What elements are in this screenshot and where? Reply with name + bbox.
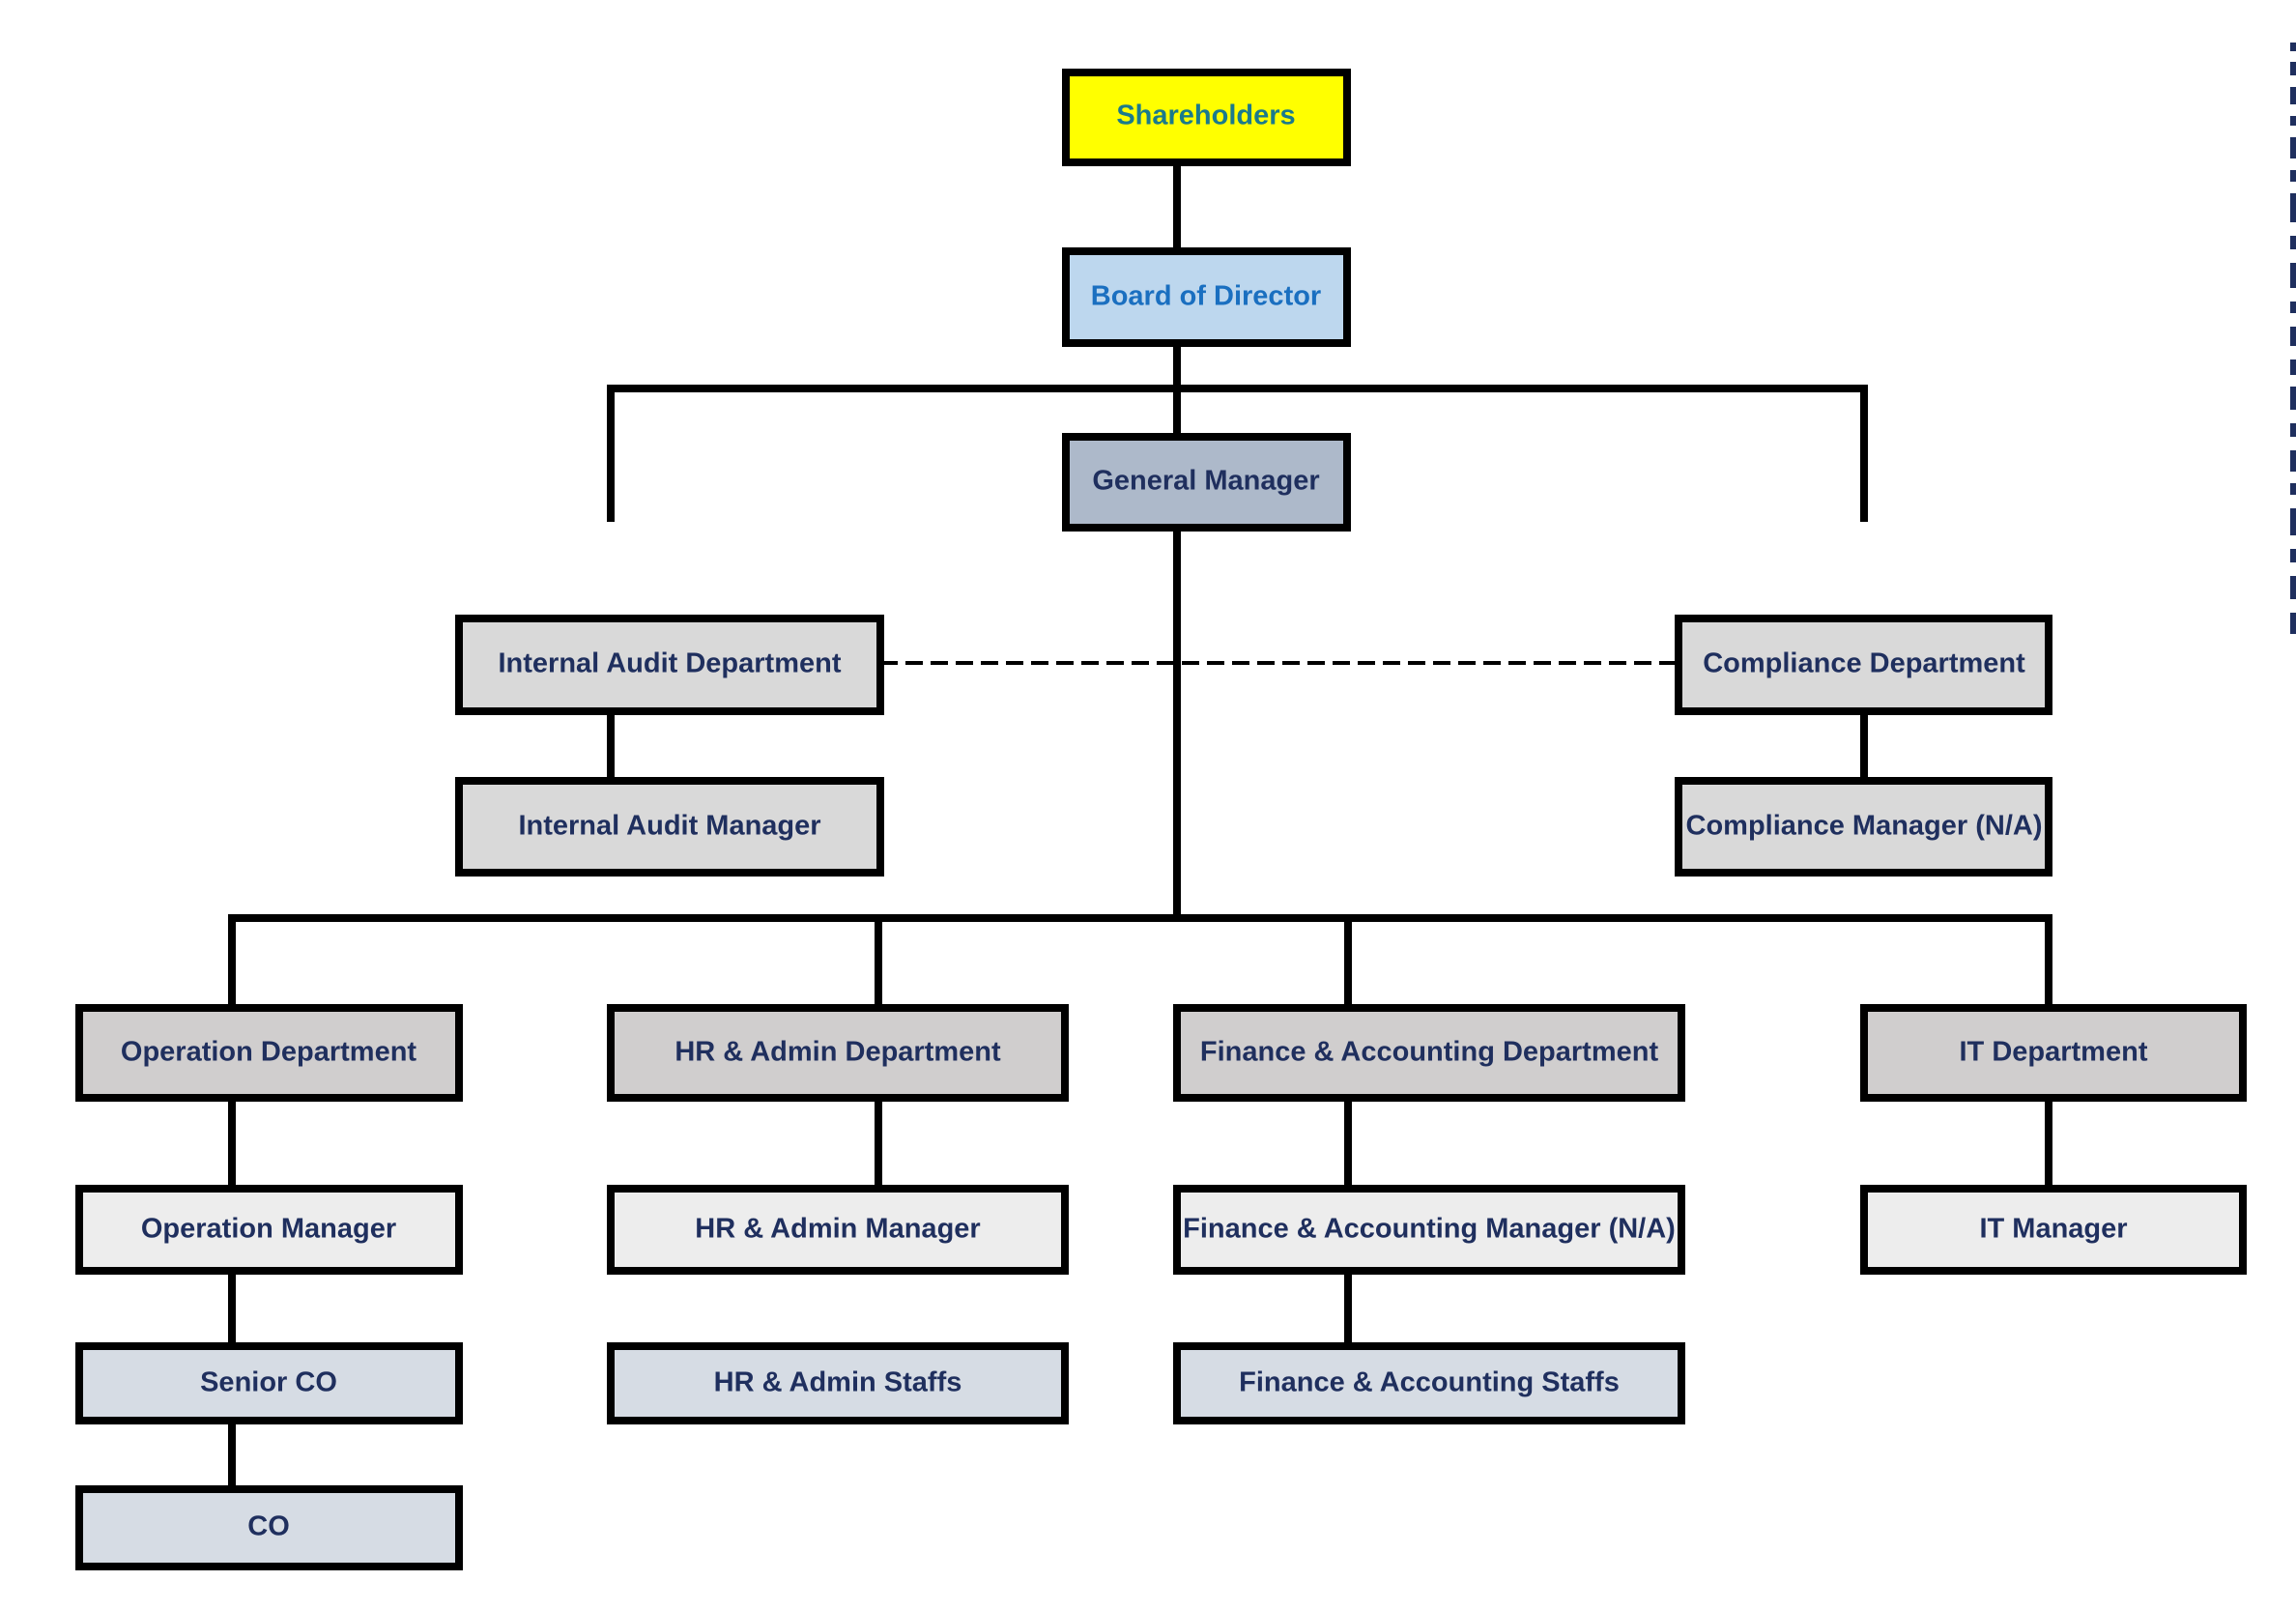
node-board-label: Board of Director: [1091, 281, 1321, 312]
node-internal-audit-dept-label: Internal Audit Department: [498, 648, 841, 679]
edge-department-bus: [228, 914, 2052, 1008]
node-internal-audit-dept-box: [455, 615, 884, 715]
node-compliance-dept-box: [1675, 615, 2052, 715]
node-senior-co-box: [75, 1342, 463, 1424]
edge-fragment: [2290, 116, 2296, 126]
node-finance-manager-box: [1173, 1185, 1685, 1275]
node-it-department: IT Department: [1860, 1004, 2247, 1102]
edge-fragment: [2290, 387, 2296, 410]
edge-fragment: [2290, 87, 2296, 104]
node-operation-manager-box: [75, 1185, 463, 1275]
node-hr-admin-dept-box: [607, 1004, 1069, 1102]
node-finance-manager-label: Finance & Accounting Manager (N/A): [1183, 1214, 1676, 1245]
node-internal-audit-manager-box: [455, 777, 884, 877]
node-internal-audit-manager-label: Internal Audit Manager: [518, 811, 820, 842]
node-co-label: CO: [247, 1511, 290, 1542]
node-operation-manager: Operation Manager: [75, 1185, 463, 1275]
node-shareholders-label: Shareholders: [1116, 101, 1295, 131]
node-finance-staffs-box: [1173, 1342, 1685, 1424]
edge-fragment: [2290, 450, 2296, 472]
edge-fragment: [2290, 43, 2296, 51]
node-operation-manager-label: Operation Manager: [141, 1214, 396, 1245]
node-general-manager-label: General Manager: [1092, 466, 1319, 497]
edge-fragment: [2290, 62, 2296, 75]
node-senior-co: Senior CO: [75, 1342, 463, 1424]
node-general-manager-box: [1062, 433, 1351, 532]
node-compliance-manager-box: [1675, 777, 2052, 877]
edge-fragment: [2290, 302, 2296, 313]
edge-fragment: [2290, 613, 2296, 634]
right-edge-fragments: [2290, 43, 2296, 634]
node-operation-dept-label: Operation Department: [121, 1037, 416, 1068]
node-internal-audit-manager: Internal Audit Manager: [455, 777, 884, 877]
node-it-manager-label: IT Manager: [1979, 1214, 2127, 1245]
edge-fragment: [2290, 359, 2296, 375]
node-hr-admin-manager-label: HR & Admin Manager: [695, 1214, 980, 1245]
edge-fragment: [2290, 263, 2296, 288]
edge-fragment: [2290, 483, 2296, 495]
edge-fragment: [2290, 549, 2296, 562]
node-hr-admin-department: HR & Admin Department: [607, 1004, 1069, 1102]
edge-fragment: [2290, 423, 2296, 437]
edge-fragment: [2290, 137, 2296, 158]
node-hr-admin-staffs-label: HR & Admin Staffs: [714, 1367, 962, 1398]
node-hr-admin-manager: HR & Admin Manager: [607, 1185, 1069, 1275]
node-it-dept-box: [1860, 1004, 2247, 1102]
node-hr-admin-staffs-box: [607, 1342, 1069, 1424]
node-shareholders: Shareholders: [1062, 69, 1351, 166]
node-compliance-manager-label: Compliance Manager (N/A): [1686, 811, 2043, 842]
node-finance-accounting-manager: Finance & Accounting Manager (N/A): [1173, 1185, 1685, 1275]
edge-fragment: [2290, 576, 2296, 599]
node-it-manager-box: [1860, 1185, 2247, 1275]
node-it-manager: IT Manager: [1860, 1185, 2247, 1275]
node-hr-admin-dept-label: HR & Admin Department: [674, 1037, 1001, 1068]
node-compliance-dept-label: Compliance Department: [1703, 648, 2025, 679]
edge-fragment: [2290, 193, 2296, 222]
node-it-dept-label: IT Department: [1960, 1037, 2148, 1068]
node-senior-co-label: Senior CO: [200, 1367, 337, 1398]
node-finance-dept-label: Finance & Accounting Department: [1200, 1037, 1659, 1068]
node-finance-accounting-department: Finance & Accounting Department: [1173, 1004, 1685, 1102]
node-co-box: [75, 1485, 463, 1570]
node-finance-accounting-staffs: Finance & Accounting Staffs: [1173, 1342, 1685, 1424]
edge-fragment: [2290, 170, 2296, 182]
node-finance-dept-box: [1173, 1004, 1685, 1102]
node-co: CO: [75, 1485, 463, 1570]
node-hr-admin-manager-box: [607, 1185, 1069, 1275]
node-operation-department: Operation Department: [75, 1004, 463, 1102]
node-compliance-department: Compliance Department: [1675, 615, 2052, 715]
edge-fragment: [2290, 508, 2296, 535]
node-compliance-manager: Compliance Manager (N/A): [1675, 777, 2052, 877]
node-hr-admin-staffs: HR & Admin Staffs: [607, 1342, 1069, 1424]
edge-board-oversight-bus: [607, 385, 1868, 522]
node-board-box: [1062, 247, 1351, 347]
node-finance-staffs-label: Finance & Accounting Staffs: [1239, 1367, 1620, 1398]
node-board-of-director: Board of Director: [1062, 247, 1351, 347]
edge-fragment: [2290, 327, 2296, 346]
edge-fragment: [2290, 236, 2296, 249]
node-internal-audit-department: Internal Audit Department: [455, 615, 884, 715]
node-shareholders-box: [1062, 69, 1351, 166]
node-general-manager: General Manager: [1062, 433, 1351, 532]
connectors: [228, 162, 2052, 1489]
node-operation-dept-box: [75, 1004, 463, 1102]
